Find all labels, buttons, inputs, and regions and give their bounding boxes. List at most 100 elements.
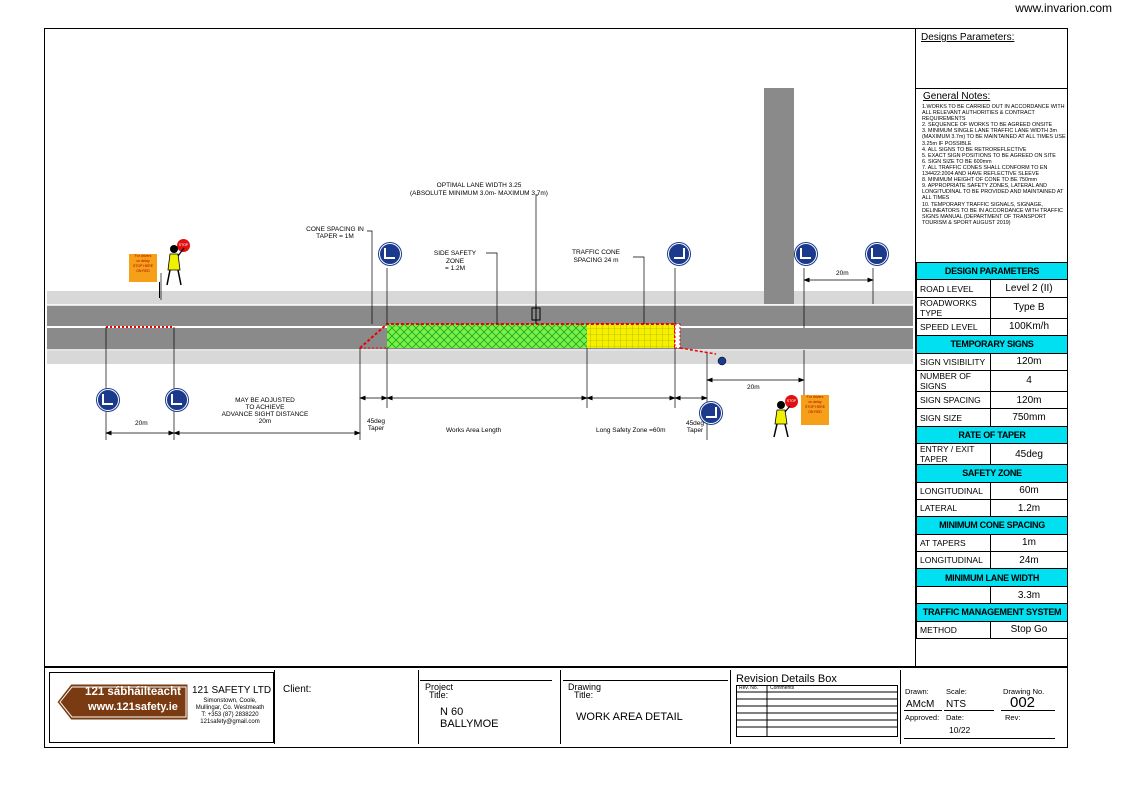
- general-note: 1.WORKS TO BE CARRIED OUT IN ACCORDANCE …: [922, 104, 1065, 123]
- param-value: 1m: [990, 533, 1068, 553]
- design-parameters-heading: Designs Parameters:: [921, 32, 1015, 43]
- param-value: Level 2 (II): [990, 279, 1068, 298]
- table-section-row: SAFETY ZONE: [916, 464, 1068, 483]
- scale-label: Scale:: [946, 687, 967, 696]
- param-label: ROAD LEVEL: [916, 279, 991, 298]
- section-header: DESIGN PARAMETERS: [916, 261, 1068, 281]
- general-note: 9. APPROPRIATE SAFETY ZONES, LATERAL AND…: [922, 183, 1064, 202]
- logo-line-1: 121 sábháilteacht: [85, 686, 181, 698]
- drawing-frame: [44, 28, 1068, 748]
- param-value: 100Km/h: [990, 317, 1068, 337]
- param-label: LONGITUDINAL: [916, 551, 991, 570]
- operative-figure-icon: [773, 401, 791, 438]
- param-label: SIGN SIZE: [916, 408, 991, 427]
- section-header: MINIMUM CONE SPACING: [916, 516, 1068, 535]
- param-value: 3.3m: [990, 585, 1068, 605]
- watermark-text: www.invarion.com: [1015, 1, 1112, 15]
- table-row: 3.3m: [916, 585, 1068, 605]
- work-area-diagram: [47, 88, 913, 440]
- param-label: SPEED LEVEL: [916, 317, 991, 337]
- general-note: 7. ALL TRAFFIC CONES SHALL CONFORM TO EN…: [922, 164, 1048, 178]
- comments-header: Comments: [770, 685, 795, 691]
- side-safety-zone-label: SIDE SAFETY ZONE = 1.2M: [433, 250, 477, 272]
- param-value: 750mm: [990, 408, 1068, 427]
- section-header: TRAFFIC MANAGEMENT SYSTEM: [916, 603, 1068, 622]
- section-header: SAFETY ZONE: [916, 464, 1068, 483]
- general-note: 5. EXACT SIGN POSITIONS TO BE AGREED ON …: [922, 152, 1056, 159]
- taper-right-label: 45deg Taper: [685, 420, 705, 434]
- keep-left-sign-icon: [379, 243, 401, 265]
- param-label: LONGITUDINAL: [916, 481, 991, 500]
- cone-spacing-taper-label: CONE SPACING IN TAPER = 1M: [306, 226, 364, 240]
- table-section-row: TRAFFIC MANAGEMENT SYSTEM: [916, 603, 1068, 622]
- general-note: 6. SIGN SIZE TO BE 600mm: [922, 158, 992, 165]
- table-section-row: RATE OF TAPER: [916, 425, 1068, 445]
- project-title: N 60 BALLYMOE: [440, 706, 499, 730]
- table-section-row: TEMPORARY SIGNS: [916, 335, 1068, 354]
- section-header: RATE OF TAPER: [916, 425, 1068, 445]
- general-note: 10. TEMPORARY TRAFFIC SIGNALS, SIGNAGE, …: [922, 201, 1063, 226]
- keep-left-sign-icon: [97, 389, 119, 411]
- general-note: 2. SEQUENCE OF WORKS TO BE AGREED ONSITE: [922, 122, 1053, 129]
- param-value: 45deg: [990, 443, 1068, 466]
- section-header: MINIMUM LANE WIDTH: [916, 568, 1068, 587]
- title-block: [44, 666, 1068, 750]
- keep-right-sign-icon: [700, 402, 722, 424]
- param-value: 120m: [990, 390, 1068, 410]
- project-label: Project Title:: [425, 682, 454, 700]
- param-label: ENTRY / EXIT TAPER: [916, 443, 991, 466]
- revision-table: [736, 685, 898, 737]
- param-value: 120m: [990, 352, 1068, 371]
- stop-sign-icon: STOP: [177, 239, 190, 252]
- company-name: 121 SAFETY LTD: [192, 685, 272, 696]
- building-block: [764, 88, 794, 304]
- dim-20m-top-right: 20m: [836, 270, 849, 277]
- date-value: 10/22: [949, 725, 971, 735]
- optimal-lane-width-label: OPTIMAL LANE WIDTH 3.25 (ABSOLUTE MINIMU…: [410, 182, 548, 197]
- param-label: AT TAPERS: [916, 533, 991, 553]
- keep-left-sign-icon: [166, 389, 188, 411]
- works-area-length-label: Works Area Length: [446, 427, 502, 434]
- table-section-row: MINIMUM CONE SPACING: [916, 516, 1068, 535]
- stop-sign-icon: STOP: [785, 395, 798, 408]
- keep-right-sign-icon: [668, 243, 690, 265]
- param-label: LATERAL: [916, 498, 991, 518]
- param-value: 4: [990, 369, 1068, 392]
- param-label: SIGN SPACING: [916, 390, 991, 410]
- param-label: NUMBER OF SIGNS: [916, 369, 991, 392]
- param-value: 60m: [990, 481, 1068, 500]
- general-note: 4. ALL SIGNS TO BE RETROREFLECTIVE: [922, 146, 1027, 153]
- drawing-title: WORK AREA DETAIL: [576, 711, 683, 723]
- long-safety-zone-label: Long Safety Zone =60m: [596, 427, 666, 434]
- company-address: Simonstown, Coole, Mullingar, Co. Westme…: [195, 698, 265, 725]
- stop-board: For drivers on delay STOP HERE ON RED: [129, 254, 157, 282]
- approved-label: Approved:: [905, 713, 940, 722]
- works-area: [387, 324, 587, 348]
- side-panel: [915, 28, 1069, 666]
- taper-left-label: 45deg Taper: [366, 418, 386, 432]
- rev-no-header: Rev. No.: [739, 685, 759, 691]
- param-value: 24m: [990, 551, 1068, 570]
- scale-value: NTS: [946, 699, 966, 710]
- drawing-no-label: Drawing No.: [1003, 687, 1045, 696]
- drawing-no-value: 002: [1010, 694, 1036, 711]
- dim-20m-left: 20m: [135, 420, 148, 427]
- company-box: [49, 672, 274, 743]
- drawing-label: Drawing Title:: [568, 682, 602, 700]
- rev-label: Rev:: [1005, 713, 1021, 722]
- general-note: 3. MINIMUM SINGLE LANE TRAFFIC LANE WIDT…: [922, 128, 1066, 147]
- drawn-value: AMcM: [906, 699, 935, 710]
